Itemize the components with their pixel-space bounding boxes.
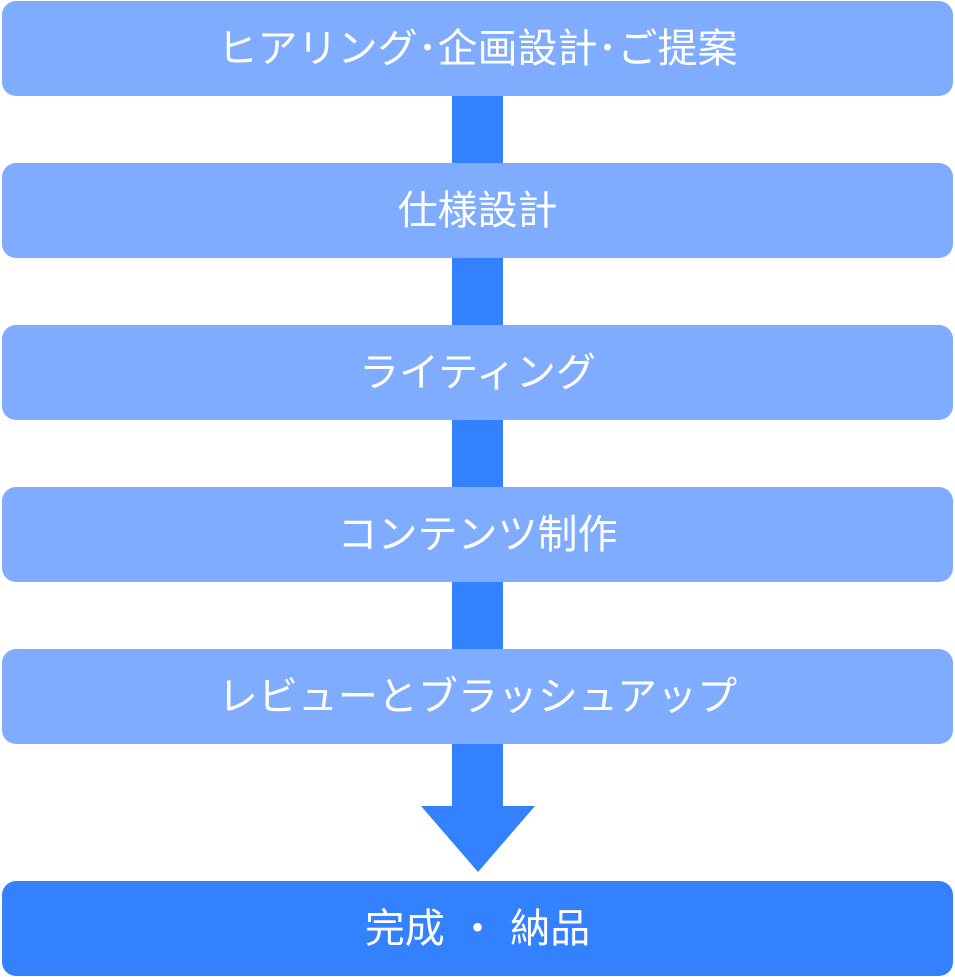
flow-connector [452,258,503,325]
flow-connector [452,582,503,649]
step-label: ライティング [359,349,596,396]
step-specification-design: 仕様設計 [2,163,953,258]
step-completion-delivery: 完成 ・ 納品 [2,881,953,976]
step-label: コンテンツ制作 [337,511,618,558]
step-label: 完成 ・ 納品 [364,905,591,952]
step-hearing-planning-proposal: ヒアリング･企画設計･ご提案 [2,1,953,96]
flow-connector [452,420,503,487]
step-content-production: コンテンツ制作 [2,487,953,582]
step-review-brushup: レビューとブラッシュアップ [2,649,953,744]
step-label: レビューとブラッシュアップ [217,673,738,720]
flow-connector [452,96,503,163]
down-arrow-icon [421,806,535,872]
step-label: ヒアリング･企画設計･ご提案 [217,25,738,72]
step-label: 仕様設計 [397,187,558,234]
step-writing: ライティング [2,325,953,420]
flow-arrow-shaft [452,744,503,808]
